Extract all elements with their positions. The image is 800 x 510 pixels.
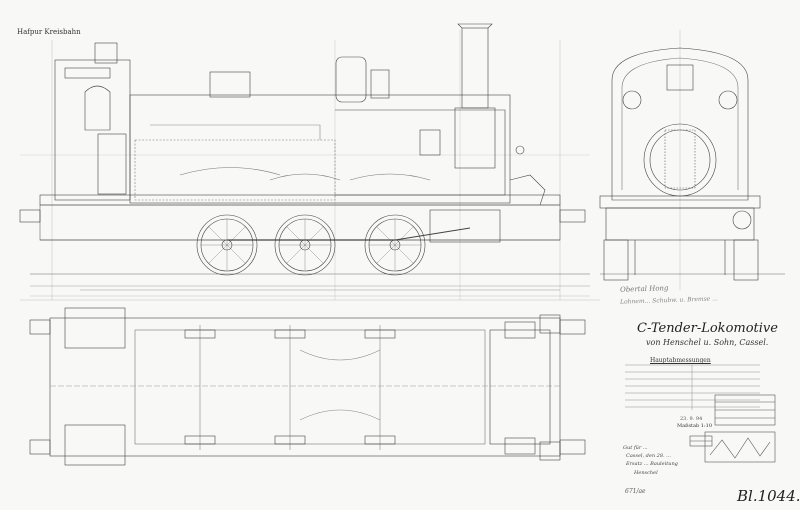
signature-line: Gut für ... xyxy=(623,445,648,451)
drawing-subtitle: von Henschel u. Sohn, Cassel. xyxy=(646,338,769,347)
dimensions-heading: Hauptabmessungen xyxy=(650,357,711,364)
plan-view xyxy=(20,299,600,466)
signature-line: Ersatz ... Bauleitung xyxy=(626,461,678,467)
archive-scribble: 671/ae xyxy=(625,488,646,495)
corner-label: Hafpur Kreisbahn xyxy=(17,28,81,36)
mini-stamp xyxy=(689,435,713,447)
drawing-title: C-Tender-Lokomotive xyxy=(637,321,778,336)
pencil-note: Obertal Hong xyxy=(619,284,669,294)
front-elevation-view xyxy=(599,30,785,290)
side-elevation-view xyxy=(19,23,590,300)
stamp-box-bottom xyxy=(704,431,776,463)
signature-line: Cassel, den 28. ... xyxy=(626,453,671,459)
signature: Henschel xyxy=(634,470,658,476)
drawing-number: Bl.1044. xyxy=(737,487,800,505)
scale-label: Maßstab 1:10 xyxy=(677,423,713,429)
stamp-date: 23. 9. 94 xyxy=(680,416,703,422)
dimensions-table xyxy=(625,364,760,410)
stamp-box-top xyxy=(714,394,776,426)
